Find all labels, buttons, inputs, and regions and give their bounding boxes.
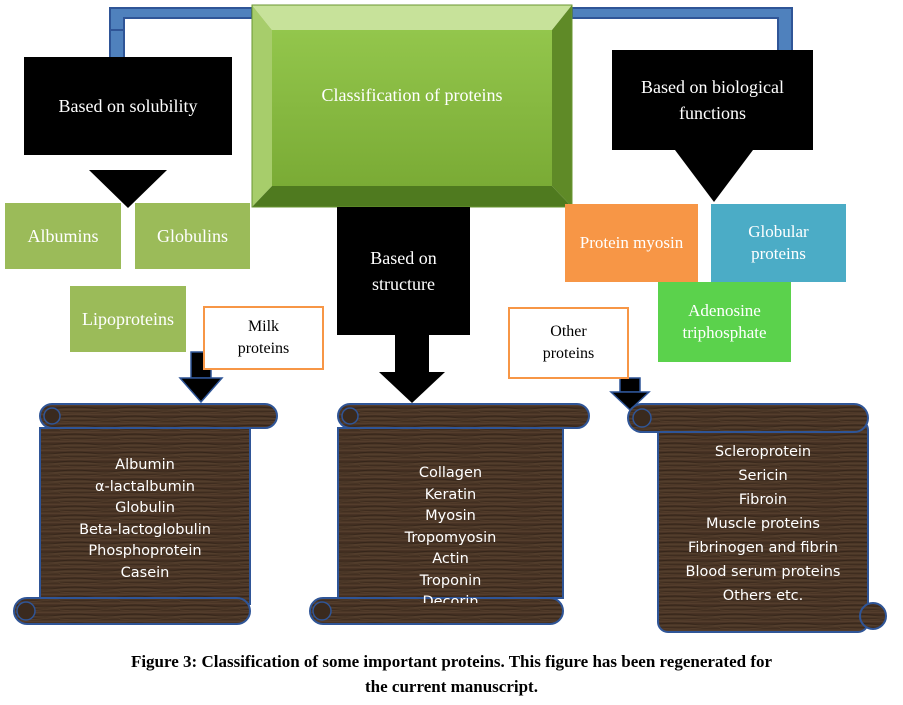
scroll-right-list: Scleroprotein Sericin Fibroin Muscle pro… bbox=[658, 440, 868, 608]
scroll-left-list: Albumin α-lactalbumin Globulin Beta-lact… bbox=[40, 455, 250, 584]
list-item: Tropomyosin bbox=[404, 529, 497, 546]
scroll-middle-list: Collagen Keratin Myosin Tropomyosin Acti… bbox=[338, 463, 563, 603]
list-item: Albumin bbox=[115, 457, 175, 473]
category-biological-line2: functions bbox=[679, 103, 746, 123]
caption-line2: the current manuscript. bbox=[365, 677, 538, 696]
figure-caption: Figure 3: Classification of some importa… bbox=[0, 649, 903, 699]
list-item: Keratin bbox=[424, 486, 477, 503]
category-biological-line1: Based on biological bbox=[641, 77, 784, 97]
category-biological: Based on biological functions bbox=[612, 50, 813, 150]
list-item: Globulin bbox=[115, 500, 175, 516]
center-box-bevel bbox=[251, 4, 573, 208]
list-item: Scleroprotein bbox=[714, 444, 812, 460]
item-adenosine-triphosphate: Adenosine triphosphate bbox=[658, 282, 791, 362]
scroll-right bbox=[627, 403, 887, 633]
globular-line1: Globular bbox=[748, 222, 809, 241]
list-item: Decorin bbox=[422, 594, 479, 603]
category-structure-line1: Based on bbox=[370, 248, 437, 268]
list-item: α-lactalbumin bbox=[94, 478, 195, 495]
list-item: Beta-lactoglobulin bbox=[79, 521, 211, 538]
item-globulins: Globulins bbox=[135, 203, 250, 269]
center-title: Classification of proteins bbox=[321, 84, 503, 105]
list-item: Blood serum proteins bbox=[685, 564, 841, 580]
category-structure: Based on structure bbox=[337, 207, 470, 335]
arrow-other bbox=[609, 377, 651, 412]
category-structure-line2: structure bbox=[372, 274, 435, 294]
atp-line1: Adenosine bbox=[688, 301, 761, 320]
arrow-structure bbox=[379, 334, 445, 403]
milk-line2: proteins bbox=[237, 340, 290, 357]
list-item: Actin bbox=[432, 551, 469, 567]
scroll-left bbox=[13, 403, 278, 625]
list-item: Others etc. bbox=[722, 588, 804, 604]
item-albumins: Albumins bbox=[5, 203, 121, 269]
list-item: Myosin bbox=[425, 508, 476, 524]
globular-line2: proteins bbox=[751, 244, 806, 263]
milk-line1: Milk bbox=[247, 318, 280, 335]
arrow-biological bbox=[675, 150, 753, 202]
label-other-proteins: Other proteins bbox=[508, 307, 629, 379]
list-item: Fibrinogen and fibrin bbox=[688, 540, 838, 556]
list-item: Phosphoprotein bbox=[88, 543, 202, 559]
category-solubility: Based on solubility bbox=[24, 57, 232, 155]
list-item: Casein bbox=[120, 564, 170, 581]
list-item: Muscle proteins bbox=[706, 516, 820, 532]
caption-line1: Figure 3: Classification of some importa… bbox=[130, 652, 773, 671]
arrow-solubility bbox=[89, 170, 167, 208]
list-item: Troponin bbox=[419, 572, 482, 589]
list-item: Sericin bbox=[738, 468, 788, 484]
other-line1: Other bbox=[550, 323, 587, 340]
other-line2: proteins bbox=[542, 345, 595, 362]
list-item: Fibroin bbox=[738, 492, 788, 508]
connector-left bbox=[109, 7, 253, 59]
item-globular-proteins: Globular proteins bbox=[711, 204, 846, 282]
item-protein-myosin: Protein myosin bbox=[565, 204, 698, 282]
scroll-middle bbox=[309, 403, 590, 625]
item-lipoproteins: Lipoproteins bbox=[70, 286, 186, 352]
list-item: Collagen bbox=[418, 465, 483, 481]
atp-line2: triphosphate bbox=[682, 323, 767, 342]
label-milk-proteins: Milk proteins bbox=[203, 306, 324, 370]
